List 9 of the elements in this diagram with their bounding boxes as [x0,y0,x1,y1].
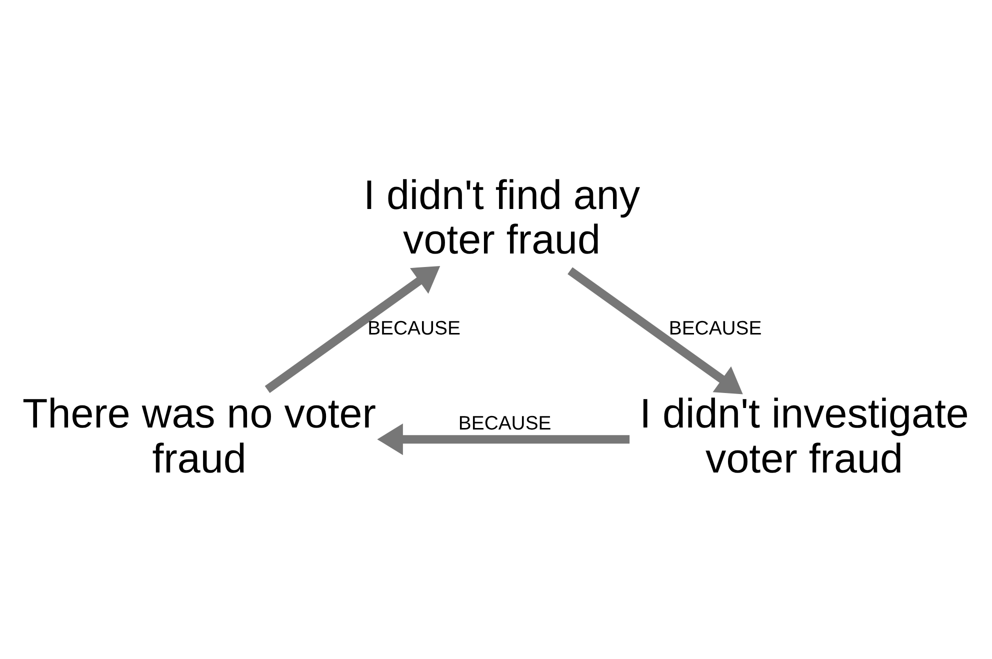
arrow [568,266,743,394]
arrow [377,423,630,455]
edge-label: BECAUSE [668,317,762,340]
edge-label: BECAUSE [368,317,460,340]
arrow [264,265,440,392]
node-text: There was no voter fraud [22,390,376,481]
node-text: I didn't find any voter fraud [364,171,640,262]
edge-label: BECAUSE [458,412,552,434]
node-text: I didn't investigate voter fraud [640,390,969,481]
